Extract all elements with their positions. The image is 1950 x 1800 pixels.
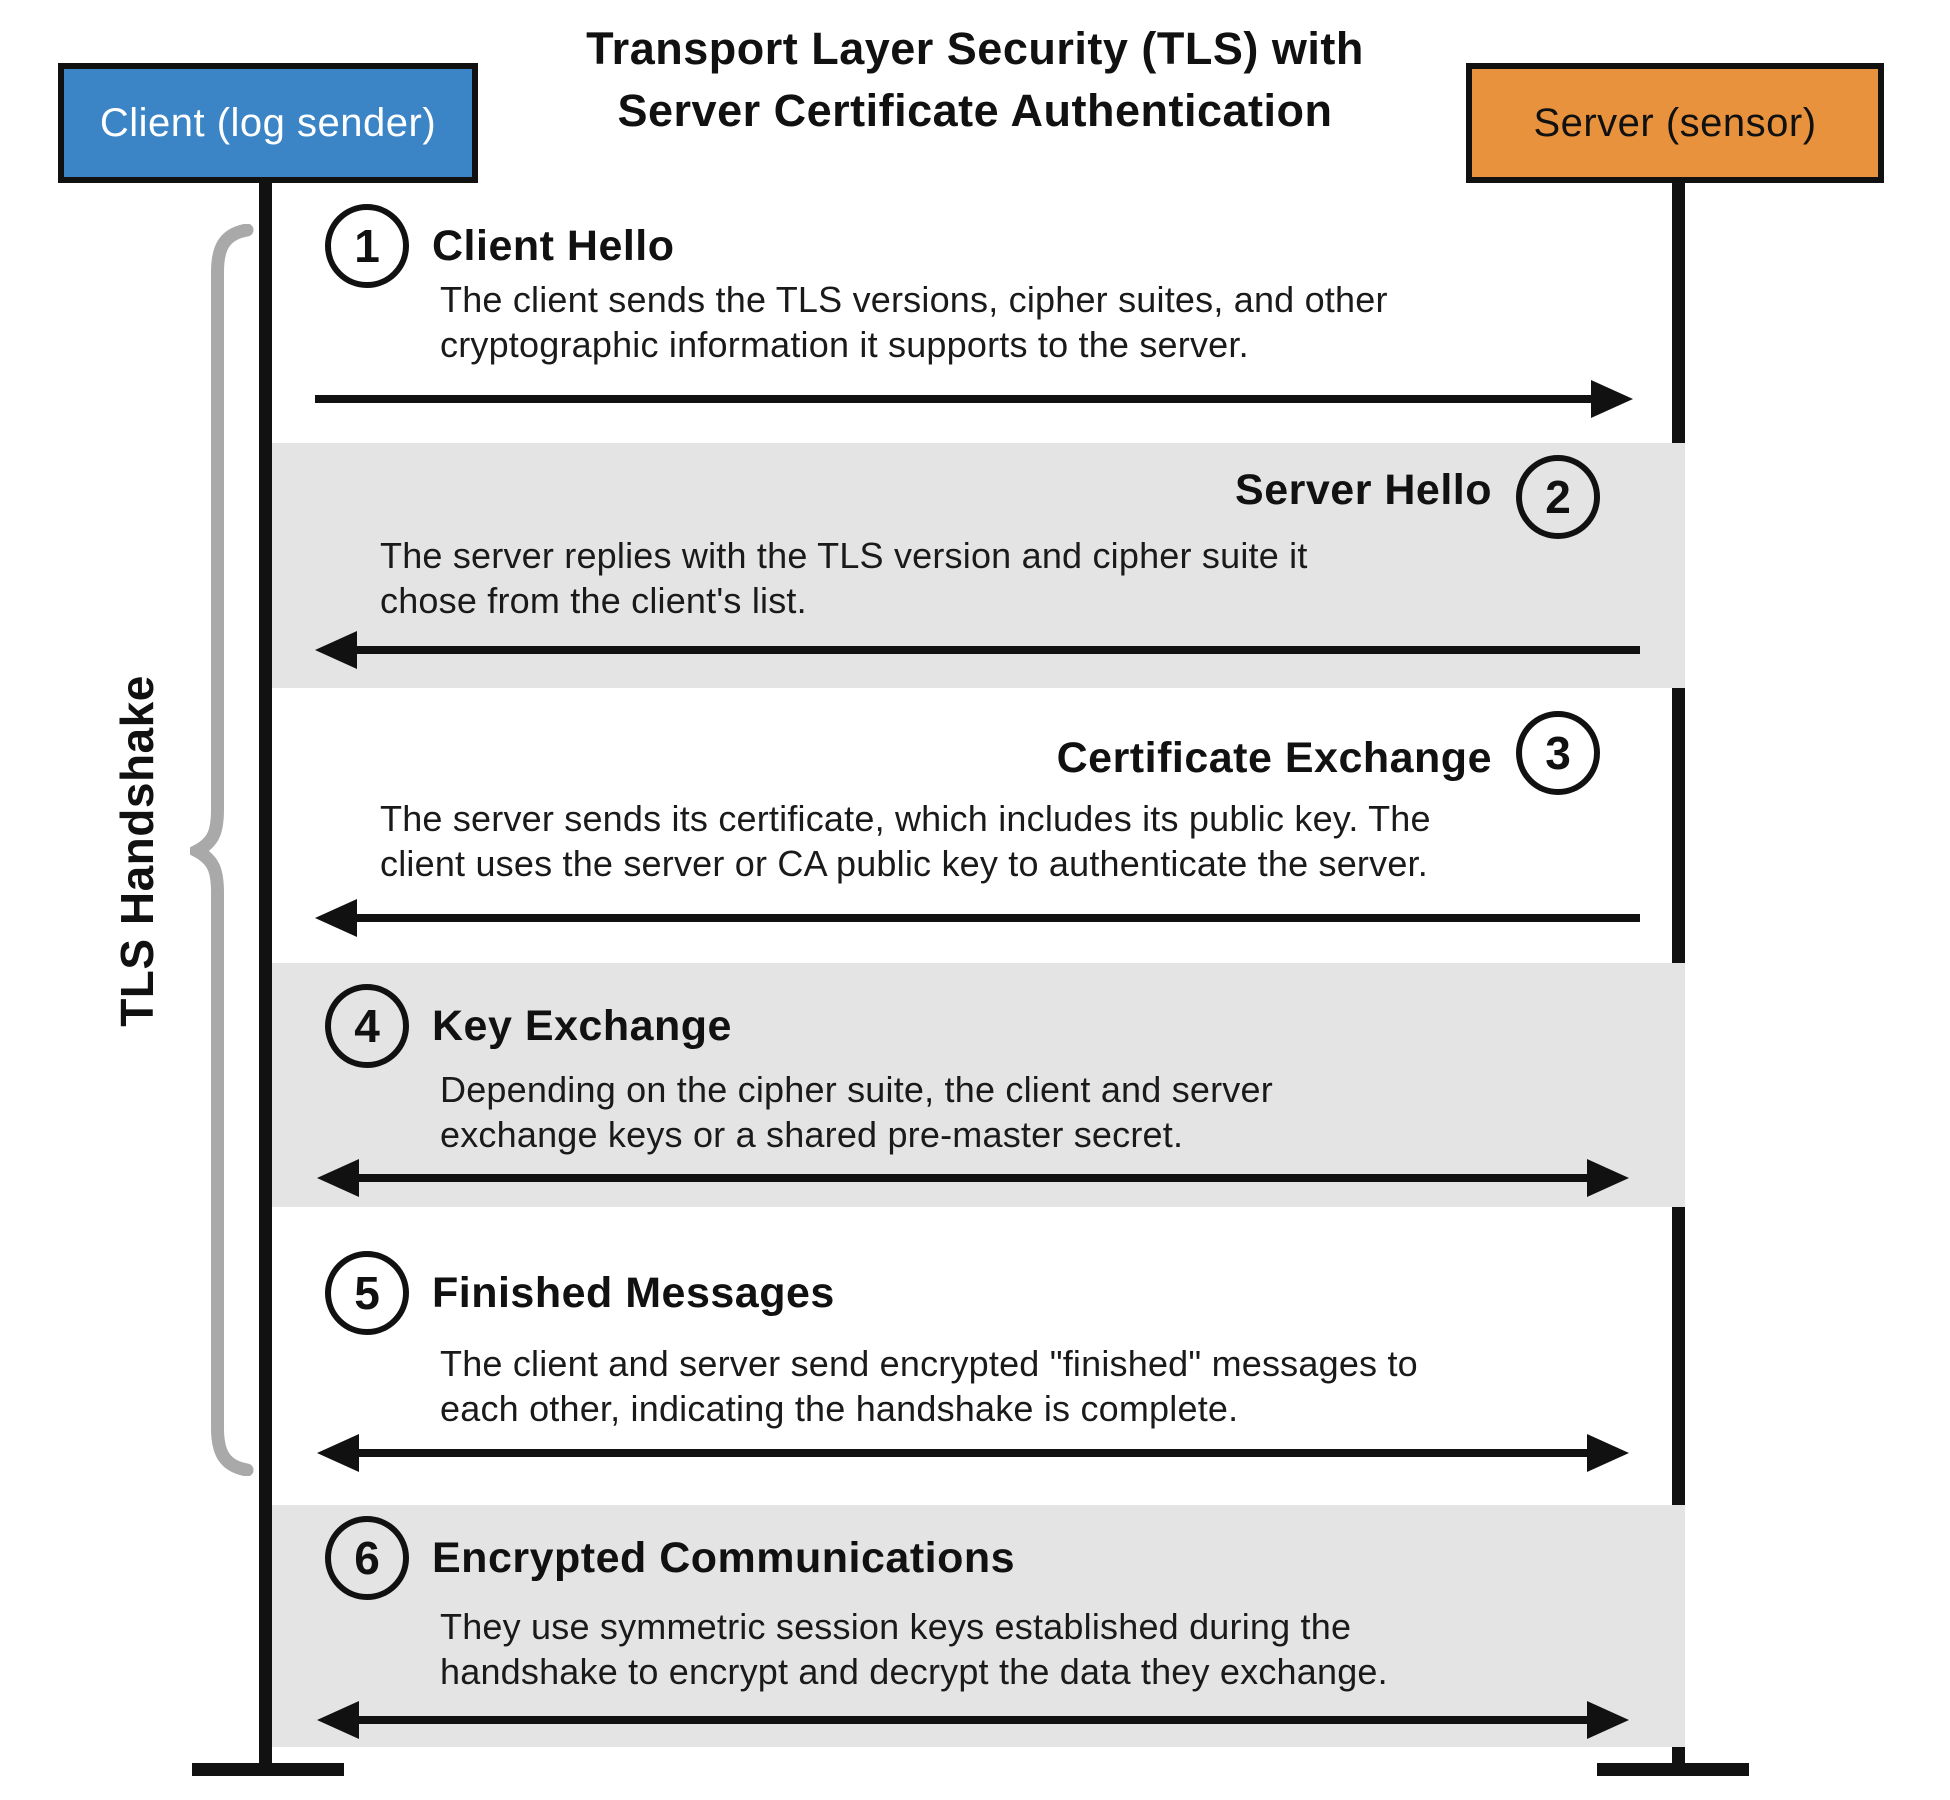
step-5-arrow-bidirectional — [317, 1434, 1629, 1472]
step-6-description: They use symmetric session keys establis… — [440, 1604, 1388, 1694]
step-2-desc-line2: chose from the client's list. — [380, 580, 807, 621]
handshake-brace — [190, 224, 254, 1476]
arrowhead-left-icon — [317, 1434, 359, 1472]
step-4-desc-line1: Depending on the cipher suite, the clien… — [440, 1069, 1273, 1110]
step-1-description: The client sends the TLS versions, ciphe… — [440, 277, 1388, 367]
step-2-number: 2 — [1516, 455, 1600, 539]
step-5-desc-line1: The client and server send encrypted "fi… — [440, 1343, 1418, 1384]
arrowhead-left-icon — [317, 1701, 359, 1739]
diagram-title-line1: Transport Layer Security (TLS) with — [586, 23, 1364, 74]
step-2-title: Server Hello — [1235, 466, 1492, 514]
step-1-desc-line1: The client sends the TLS versions, ciphe… — [440, 279, 1388, 320]
step-1-desc-line2: cryptographic information it supports to… — [440, 324, 1249, 365]
arrowhead-left-icon — [315, 899, 357, 937]
step-3-number: 3 — [1516, 711, 1600, 795]
arrowhead-right-icon — [1591, 380, 1633, 418]
step-3-desc-line1: The server sends its certificate, which … — [380, 798, 1431, 839]
step-4-description: Depending on the cipher suite, the clien… — [440, 1067, 1273, 1157]
step-3-arrow-server-to-client — [315, 899, 1640, 937]
step-2-desc-line1: The server replies with the TLS version … — [380, 535, 1308, 576]
arrowhead-right-icon — [1587, 1434, 1629, 1472]
actor-server-box: Server (sensor) — [1466, 63, 1884, 183]
step-4-number: 4 — [325, 984, 409, 1068]
step-6-desc-line1: They use symmetric session keys establis… — [440, 1606, 1352, 1647]
step-6-arrow-bidirectional — [317, 1701, 1629, 1739]
client-lifeline-foot — [192, 1763, 344, 1776]
step-3-description: The server sends its certificate, which … — [380, 796, 1431, 886]
actor-client-box: Client (log sender) — [58, 63, 478, 183]
arrowhead-left-icon — [317, 1159, 359, 1197]
step-2-arrow-server-to-client — [315, 631, 1640, 669]
step-6-desc-line2: handshake to encrypt and decrypt the dat… — [440, 1651, 1388, 1692]
diagram-title-line2: Server Certificate Authentication — [617, 85, 1333, 136]
step-2-description: The server replies with the TLS version … — [380, 533, 1308, 623]
step-4-arrow-bidirectional — [317, 1159, 1629, 1197]
step-4-desc-line2: exchange keys or a shared pre-master sec… — [440, 1114, 1184, 1155]
step-1-arrow-client-to-server — [315, 380, 1633, 418]
step-5-desc-line2: each other, indicating the handshake is … — [440, 1388, 1239, 1429]
step-6-number: 6 — [325, 1516, 409, 1600]
step-5-number: 5 — [325, 1251, 409, 1335]
step-6-title: Encrypted Communications — [432, 1534, 1016, 1582]
client-lifeline — [259, 180, 272, 1776]
step-3-title: Certificate Exchange — [1056, 734, 1492, 782]
step-1-title: Client Hello — [432, 222, 675, 270]
step-5-title: Finished Messages — [432, 1269, 835, 1317]
step-4-title: Key Exchange — [432, 1002, 732, 1050]
arrowhead-left-icon — [315, 631, 357, 669]
arrowhead-right-icon — [1587, 1159, 1629, 1197]
step-6-shaded-band — [272, 1505, 1685, 1747]
arrowhead-right-icon — [1587, 1701, 1629, 1739]
diagram-title: Transport Layer Security (TLS) with Serv… — [0, 18, 1950, 142]
step-4-shaded-band — [272, 963, 1685, 1207]
step-1-number: 1 — [325, 204, 409, 288]
handshake-brace-label: TLS Handshake — [111, 675, 163, 1027]
step-5-description: The client and server send encrypted "fi… — [440, 1341, 1418, 1431]
step-3-desc-line2: client uses the server or CA public key … — [380, 843, 1428, 884]
server-lifeline-foot — [1597, 1763, 1749, 1776]
